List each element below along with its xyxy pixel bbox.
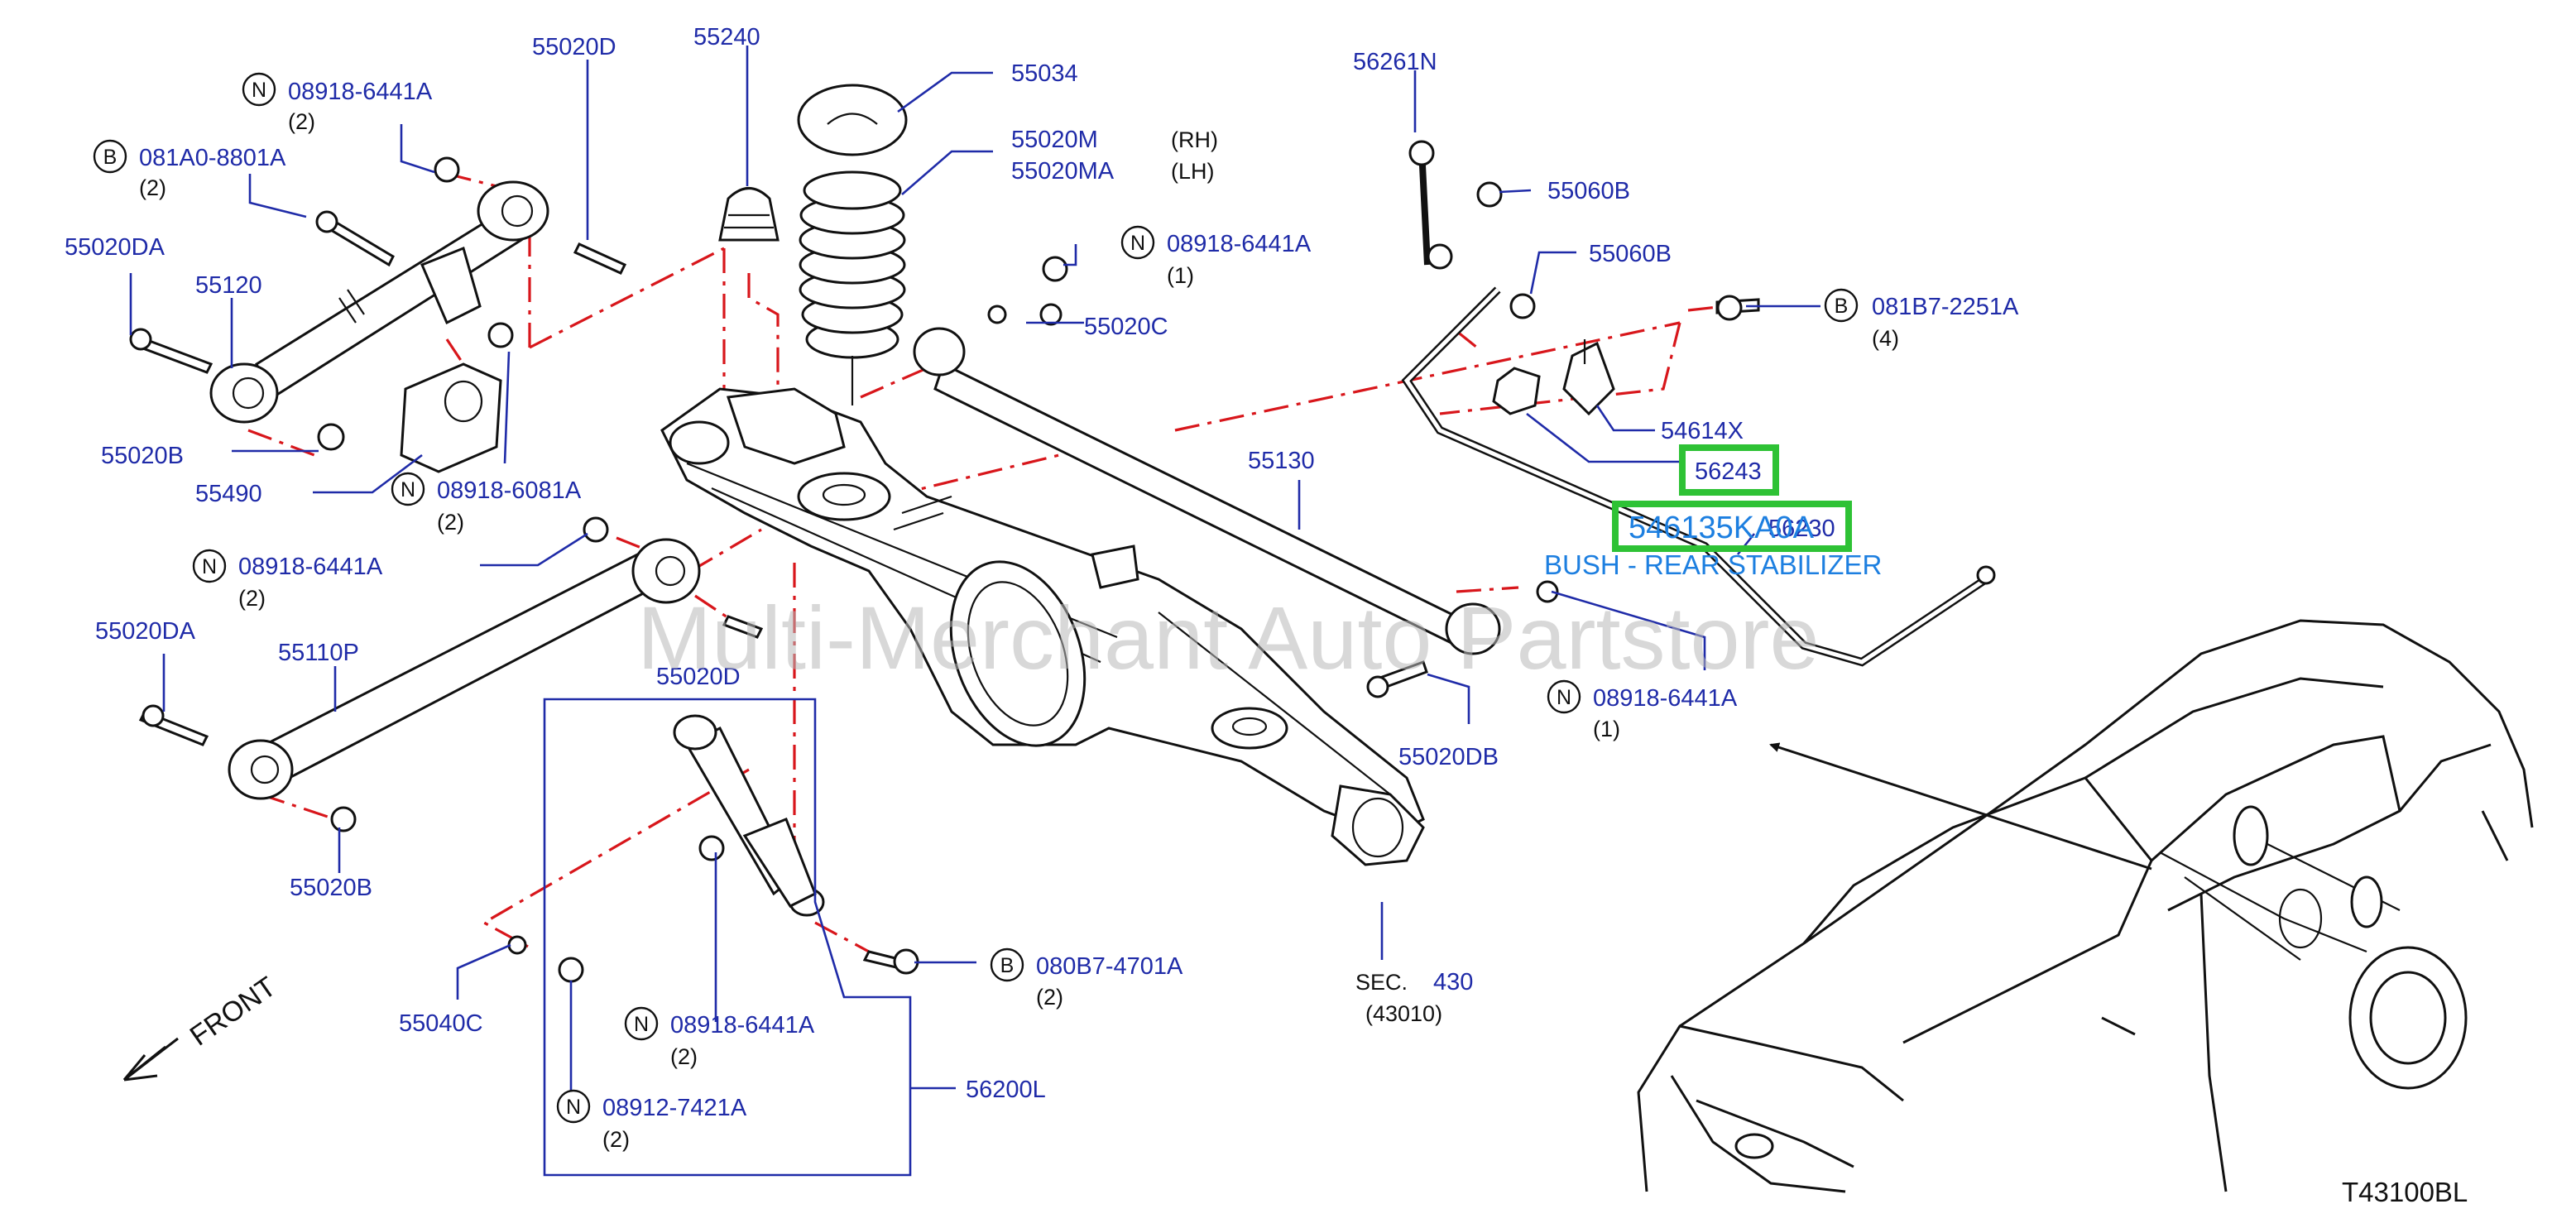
- label-08918-6441A-c-qty: (2): [238, 586, 266, 611]
- fasteners: [129, 156, 1760, 983]
- marker-n-08918-6441A-e: N: [624, 1006, 659, 1041]
- label-08918-6441A-d-qty: (1): [1593, 717, 1620, 741]
- diagram-code: T43100BL: [2342, 1177, 2468, 1207]
- shock-absorber: [673, 714, 825, 917]
- watermark: Multi-Merchant Auto Partstore: [637, 588, 1820, 688]
- label-55020D-top[interactable]: 55020D: [532, 34, 616, 60]
- marker-n-08918-6441A-a: N: [242, 72, 276, 107]
- svg-text:B: B: [103, 146, 118, 169]
- label-081A0-8801A-qty: (2): [139, 175, 166, 200]
- vehicle-outline: [1637, 619, 2534, 1193]
- coil-spring: [799, 170, 906, 405]
- label-55110P[interactable]: 55110P: [278, 640, 359, 666]
- svg-text:N: N: [1130, 232, 1145, 255]
- label-55020M[interactable]: 55020M: [1011, 127, 1098, 153]
- label-56200L[interactable]: 56200L: [966, 1077, 1046, 1103]
- marker-b-080B7-4701A: B: [990, 947, 1024, 982]
- label-08918-6441A-d[interactable]: 08918-6441A: [1593, 685, 1738, 712]
- marker-n-08918-6081A: N: [391, 472, 425, 506]
- marker-n-08918-6441A-b: N: [1120, 225, 1155, 260]
- sec-number[interactable]: 430: [1433, 969, 1473, 995]
- label-080B7-4701A[interactable]: 080B7-4701A: [1036, 953, 1183, 980]
- label-55120[interactable]: 55120: [195, 272, 262, 299]
- svg-text:N: N: [1557, 686, 1571, 709]
- label-55034[interactable]: 55034: [1011, 60, 1078, 87]
- bump-stopper: [718, 187, 780, 242]
- label-08912-7421A[interactable]: 08912-7421A: [602, 1095, 747, 1121]
- label-081A0-8801A[interactable]: 081A0-8801A: [139, 145, 286, 171]
- label-55020DB[interactable]: 55020DB: [1398, 744, 1499, 770]
- label-08912-7421A-qty: (2): [602, 1127, 630, 1152]
- label-55020M-side: (RH): [1171, 127, 1218, 152]
- label-55020C[interactable]: 55020C: [1084, 314, 1168, 340]
- label-08918-6441A-e[interactable]: 08918-6441A: [670, 1012, 815, 1039]
- label-08918-6081A[interactable]: 08918-6081A: [437, 477, 582, 504]
- lateral-rod: [913, 327, 1501, 655]
- label-08918-6441A-a[interactable]: 08918-6441A: [288, 79, 433, 105]
- marker-n-08912-7421A: N: [556, 1089, 591, 1124]
- spring-seat: [797, 84, 908, 156]
- svg-text:N: N: [566, 1096, 581, 1119]
- label-55020DA-top[interactable]: 55020DA: [65, 234, 165, 261]
- marker-b-081B7-2251A: B: [1824, 288, 1859, 323]
- sec-sub: (43010): [1365, 1001, 1442, 1026]
- label-55020DA-low[interactable]: 55020DA: [95, 618, 196, 645]
- marker-n-08918-6441A-d: N: [1547, 679, 1581, 714]
- highlighted-part-callout[interactable]: 56243 546135KA0A BUSH - REAR STABILIZER: [1544, 444, 1882, 580]
- label-55060B-b[interactable]: 55060B: [1589, 241, 1672, 267]
- vehicle-location-arrow: [1769, 742, 2152, 871]
- marker-n-08918-6441A-c: N: [192, 549, 227, 583]
- svg-text:N: N: [401, 478, 415, 501]
- label-55240[interactable]: 55240: [693, 24, 760, 50]
- svg-text:N: N: [202, 555, 217, 578]
- label-55040C[interactable]: 55040C: [399, 1010, 483, 1037]
- label-56230[interactable]: 56230: [1768, 516, 1835, 542]
- front-direction-arrow: [122, 1037, 179, 1082]
- svg-text:B: B: [1000, 954, 1015, 977]
- leader-lines: [129, 46, 1820, 1177]
- highlight-part-number[interactable]: 546135KA0A: [1629, 511, 1815, 545]
- bushing-55490: [400, 362, 502, 473]
- label-55020B-low[interactable]: 55020B: [290, 875, 372, 901]
- upper-link: [209, 180, 549, 424]
- label-081B7-2251A-qty: (4): [1872, 326, 1899, 351]
- highlight-part-description: BUSH - REAR STABILIZER: [1544, 549, 1882, 580]
- label-08918-6441A-c[interactable]: 08918-6441A: [238, 554, 383, 580]
- lower-link: [228, 538, 701, 800]
- label-081B7-2251A[interactable]: 081B7-2251A: [1872, 294, 2019, 320]
- label-55060B-a[interactable]: 55060B: [1547, 178, 1630, 204]
- highlight-callout-number[interactable]: 56243: [1695, 458, 1762, 485]
- stabilizer-bush-and-clamp: [1492, 339, 1615, 416]
- label-55130[interactable]: 55130: [1248, 448, 1315, 474]
- label-08918-6441A-b[interactable]: 08918-6441A: [1167, 231, 1312, 257]
- label-08918-6441A-a-qty: (2): [288, 109, 315, 134]
- svg-text:N: N: [252, 79, 266, 102]
- label-54614X[interactable]: 54614X: [1661, 418, 1744, 444]
- front-label: FRONT: [185, 971, 282, 1052]
- marker-b-081A0-8801A: B: [93, 139, 127, 174]
- label-55490[interactable]: 55490: [195, 481, 262, 507]
- svg-text:N: N: [634, 1013, 649, 1036]
- label-55020D-low[interactable]: 55020D: [656, 664, 741, 690]
- label-080B7-4701A-qty: (2): [1036, 985, 1063, 1010]
- label-08918-6441A-b-qty: (1): [1167, 263, 1194, 288]
- label-55020MA[interactable]: 55020MA: [1011, 158, 1115, 185]
- label-55020MA-side: (LH): [1171, 159, 1215, 184]
- sec-label: SEC.: [1355, 970, 1408, 995]
- label-55020B-top[interactable]: 55020B: [101, 443, 184, 469]
- part-labels: 55240 55020D 55034 55020M (RH) 55020MA (…: [65, 24, 2468, 1207]
- label-08918-6081A-qty: (2): [437, 510, 464, 535]
- label-08918-6441A-e-qty: (2): [670, 1044, 698, 1069]
- rear-axle-housing: [660, 387, 1425, 866]
- label-56261N[interactable]: 56261N: [1353, 49, 1437, 75]
- svg-text:B: B: [1835, 295, 1849, 318]
